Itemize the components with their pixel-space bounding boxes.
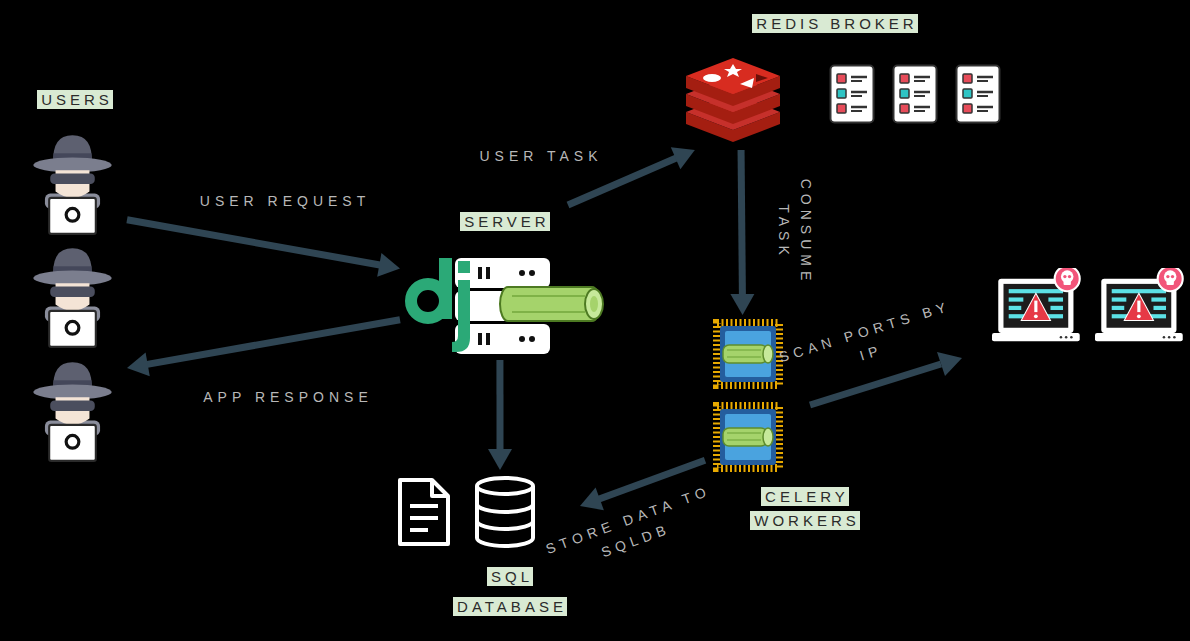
label-holder: CELERY WORKERS [745, 485, 865, 533]
label-holder: SERVER [450, 210, 560, 234]
redis-logo [686, 58, 780, 142]
node-label: SERVER [460, 212, 549, 231]
component-node: USERS [25, 85, 127, 470]
connector-arrow [127, 220, 400, 277]
node-label: REDIS BROKER [752, 14, 917, 33]
worker-chips [717, 323, 779, 468]
component-node: SERVER [400, 205, 610, 360]
connector-arrow [488, 360, 512, 470]
label-holder: REDIS BROKER [720, 12, 950, 36]
label-holder: SQL DATABASE [445, 562, 575, 622]
database-icons [400, 478, 533, 546]
edge-label: USER TASK [466, 145, 616, 167]
target-laptops [992, 266, 1183, 341]
edge-label: SCAN PORTS BY IP [771, 293, 966, 391]
connector-arrow [127, 320, 400, 376]
connector-arrow [730, 150, 754, 315]
node-label: SQL DATABASE [453, 567, 567, 616]
label-holder: USERS [25, 88, 125, 112]
edge-label: CONSUME TASK [773, 177, 817, 287]
edge-label: APP RESPONSE [188, 386, 388, 408]
component-node: REDIS BROKER [680, 10, 1010, 150]
node-label: USERS [37, 90, 113, 109]
edge-label: STORE DATA TO SQLDB [531, 475, 734, 585]
node-label: CELERY WORKERS [750, 487, 860, 530]
user-icons [33, 135, 111, 461]
server-icon [411, 258, 603, 354]
edge-label: USER REQUEST [185, 190, 385, 212]
task-cards [831, 66, 1000, 123]
